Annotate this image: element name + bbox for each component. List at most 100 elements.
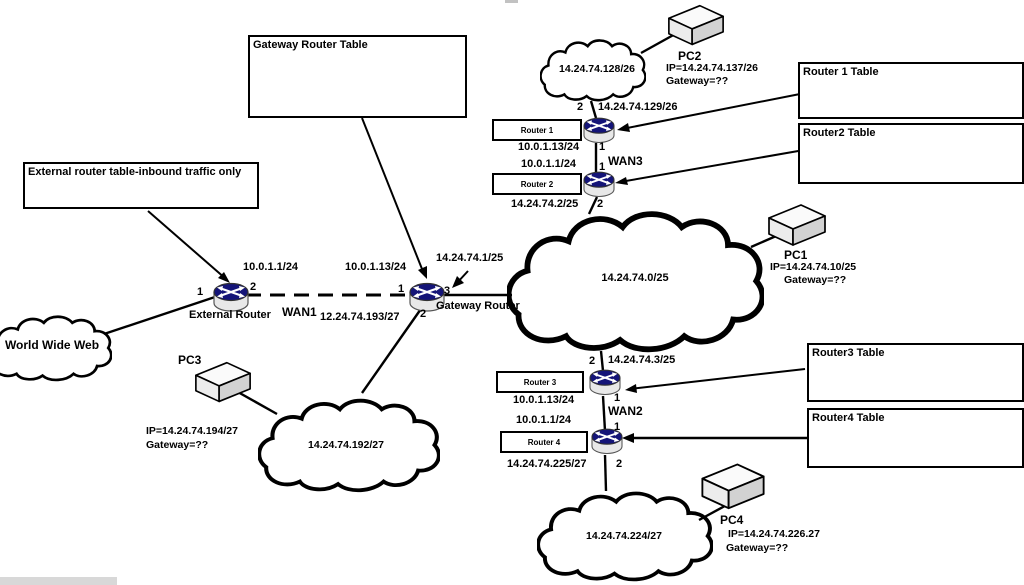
link-wan2 (601, 395, 607, 432)
gateway-port1-label: 1 (398, 283, 405, 295)
cloud-net0-label: 14.24.74.0/25 (601, 272, 669, 284)
router1-name-box: Router 1 (492, 119, 582, 141)
link-router2-net0 (587, 196, 599, 215)
router4-port2-label: 2 (616, 458, 623, 470)
router4-wan-ip-label: 10.0.1.1/24 (516, 414, 572, 426)
link-net128-pc2 (640, 31, 678, 55)
router3-port2-label: 2 (589, 355, 596, 367)
wan1-label: WAN1 (282, 305, 317, 319)
gateway-lan-ip-label: 14.24.74.1/25 (436, 252, 504, 264)
pc1-name: PC1 (784, 248, 808, 262)
arrowhead (625, 384, 637, 393)
router1-name: Router 1 (520, 125, 554, 135)
pc3-name: PC3 (178, 353, 202, 367)
pc2-ip: IP=14.24.74.137/26 (666, 62, 758, 74)
wan2-label: WAN2 (608, 404, 643, 418)
pc4-name: PC4 (720, 513, 744, 527)
arrow-router2-table (619, 149, 805, 183)
router1-table-title: Router 1 Table (803, 66, 879, 78)
router4-name: Router 4 (527, 437, 561, 447)
link-net128-router1 (589, 100, 598, 119)
router4-table-box: Router4 Table (807, 408, 1024, 468)
gateway-router-table-title: Gateway Router Table (253, 39, 368, 51)
link-www-external-router (103, 295, 216, 336)
cloud-net224-label: 14.24.74.224/27 (586, 530, 662, 542)
router4-lan-ip-label: 14.24.74.225/27 (507, 458, 587, 470)
arrow-router3-table (629, 368, 806, 390)
external-router-icon (211, 281, 251, 315)
cloud-www-label: World Wide Web (4, 338, 100, 352)
router2-wan-ip-label: 10.0.1.1/24 (521, 158, 577, 170)
cropped-text-artifact (505, 0, 518, 3)
router2-name-box: Router 2 (492, 173, 582, 195)
arrowhead (418, 266, 427, 279)
cloud-net192-label: 14.24.74.192/27 (308, 439, 384, 451)
router1-port1-label: 1 (599, 141, 606, 153)
cloud-net128-label: 14.24.74.128/26 (559, 63, 635, 75)
router2-lan-ip-label: 14.24.74.2/25 (511, 198, 579, 210)
router4-table-title: Router4 Table (812, 412, 885, 424)
router3-name-box: Router 3 (496, 371, 584, 393)
router2-port1-label: 1 (599, 161, 606, 173)
arrowhead (622, 433, 634, 443)
arrowhead (617, 123, 630, 132)
external-port1-label: 1 (197, 286, 204, 298)
router4-icon (589, 427, 625, 457)
router3-table-box: Router3 Table (807, 343, 1024, 402)
external-router-table-title: External router table-inbound traffic on… (28, 166, 242, 178)
router3-wan-ip-label: 10.0.1.13/24 (513, 394, 575, 406)
arrow-gateway-table (361, 117, 425, 275)
gateway-port3-label: 3 (444, 285, 451, 297)
router2-name: Router 2 (520, 179, 554, 189)
router3-icon (587, 368, 623, 398)
arrowhead (452, 276, 464, 288)
pc3-gateway: Gateway=?? (146, 439, 209, 451)
router4-name-box: Router 4 (500, 431, 588, 453)
wan3-label: WAN3 (608, 154, 643, 168)
pc2-name: PC2 (678, 49, 702, 63)
router3-table-title: Router3 Table (812, 347, 885, 359)
wan1-subnet-label: 12.24.74.193/27 (320, 311, 400, 323)
router1-wan-ip-label: 10.0.1.13/24 (518, 141, 580, 153)
router2-port2-label: 2 (597, 198, 604, 210)
router1-lan-ip-label: 14.24.74.129/26 (598, 101, 678, 113)
pc2-gateway: Gateway=?? (666, 75, 729, 87)
link-net0-router3 (599, 350, 605, 372)
router3-name: Router 3 (523, 377, 557, 387)
gateway-wan-ip-label: 10.0.1.13/24 (345, 261, 407, 273)
router3-lan-ip-label: 14.24.74.3/25 (608, 354, 676, 366)
arrow-router1-table (621, 93, 801, 130)
pc4-ip: IP=14.24.74.226.27 (728, 528, 820, 540)
external-router-table-box: External router table-inbound traffic on… (23, 162, 259, 209)
link-router4-net224 (603, 454, 608, 492)
router2-table-title: Router2 Table (803, 127, 876, 139)
external-wan-ip-label: 10.0.1.1/24 (243, 261, 299, 273)
gateway-router-table-box: Gateway Router Table (248, 35, 467, 118)
router1-port2-label: 2 (577, 101, 584, 113)
gateway-router-icon (407, 281, 447, 315)
gateway-router-name: Gateway Router (436, 300, 520, 312)
external-port2-label: 2 (250, 281, 257, 293)
link-gateway-net192 (361, 305, 424, 394)
router2-icon (581, 170, 617, 200)
router4-port1-label: 1 (614, 421, 621, 433)
pc4-icon (698, 460, 768, 517)
pc4-gateway: Gateway=?? (726, 542, 789, 554)
pc3-ip: IP=14.24.74.194/27 (146, 425, 238, 437)
pc1-ip: IP=14.24.74.10/25 (770, 261, 857, 273)
window-edge-artifact (0, 577, 117, 585)
router2-table-box: Router2 Table (798, 123, 1024, 184)
router3-port1-label: 1 (614, 392, 621, 404)
pc1-gateway: Gateway=?? (784, 274, 847, 286)
router1-table-box: Router 1 Table (798, 62, 1024, 119)
external-router-name: External Router (189, 309, 271, 321)
arrowhead (615, 177, 628, 185)
arrowhead (218, 272, 230, 283)
pc2-icon (665, 2, 727, 52)
gateway-port2-label: 2 (420, 308, 427, 320)
callout-arrows (147, 93, 808, 443)
pc1-icon (765, 202, 829, 252)
router1-icon (581, 116, 617, 146)
